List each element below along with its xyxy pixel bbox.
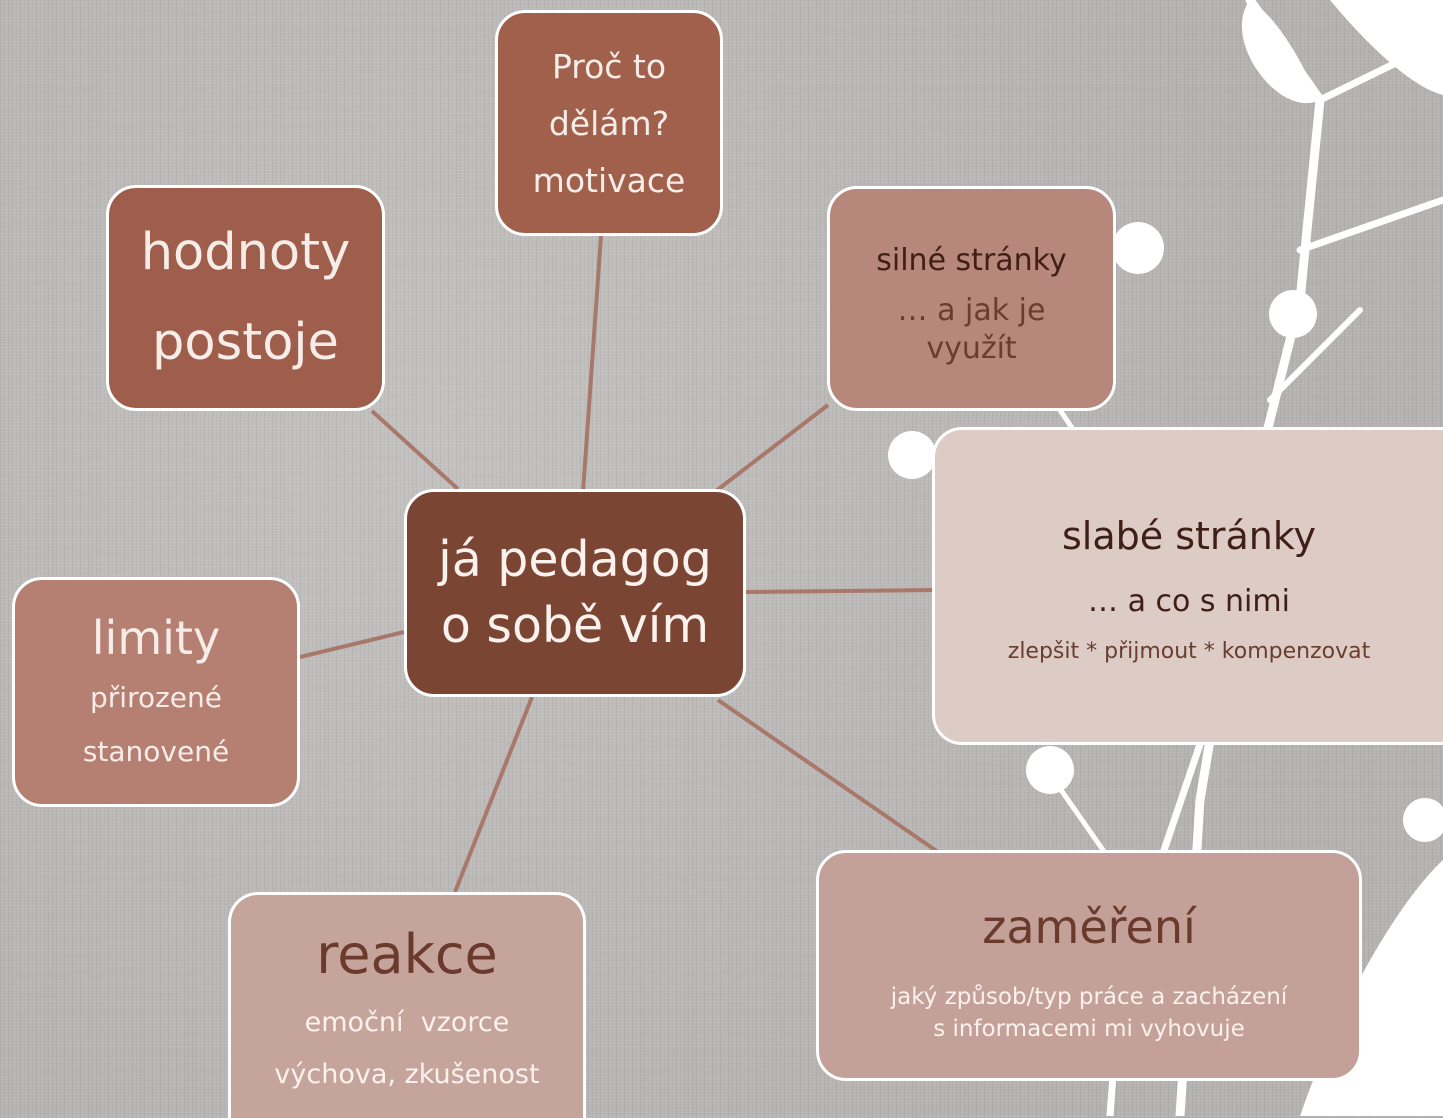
strengths-line-1: … a jak je [897,292,1046,328]
connector-motivace [581,235,603,493]
strengths-title: silné stránky [876,242,1067,278]
center-line-1: já pedagog [438,531,712,588]
focus-title: zaměření [982,899,1196,954]
limits-line-2: stanovené [82,735,230,768]
reactions-node: reakce emoční vzorce výchova, zkušenost [228,892,586,1118]
reactions-line-1: emoční vzorce [304,1006,510,1038]
focus-node: zaměření jaký způsob/typ práce a zacháze… [816,850,1362,1081]
weaknesses-detail: zlepšit * přijmout * kompenzovat [1007,639,1371,664]
center-line-2: o sobě vím [440,597,710,654]
connector-slabe [745,588,935,594]
motivation-line-3: motivace [532,160,686,200]
connector-limity [299,630,405,659]
reactions-line-2: výchova, zkušenost [274,1058,540,1090]
limits-node: limity přirozené stanovené [12,577,300,807]
connector-reakce [453,696,534,893]
focus-line-1: jaký způsob/typ práce a zacházení [890,983,1288,1010]
center-node: já pedagog o sobě vím [404,489,746,697]
weaknesses-title: slabé stránky [1061,514,1317,558]
values-line-1: hodnoty [140,223,351,282]
weaknesses-node: slabé stránky … a co s nimi zlepšit * př… [932,427,1443,745]
values-line-2: postoje [152,313,339,372]
strengths-line-2: využít [926,330,1017,366]
connector-zamereni [716,698,940,854]
connector-hodnoty [370,409,460,491]
limits-title: limity [91,611,221,665]
values-node: hodnoty postoje [106,185,385,411]
focus-line-2: s informacemi mi vyhovuje [933,1015,1245,1042]
connector-silne [714,403,830,493]
motivation-node: Proč to dělám? motivace [495,10,723,236]
reactions-title: reakce [316,922,498,986]
weaknesses-subtitle: … a co s nimi [1088,584,1290,619]
limits-line-1: přirozené [90,681,222,714]
motivation-line-1: Proč to [551,46,667,86]
motivation-line-2: dělám? [548,103,670,143]
strengths-node: silné stránky … a jak je využít [827,186,1116,411]
